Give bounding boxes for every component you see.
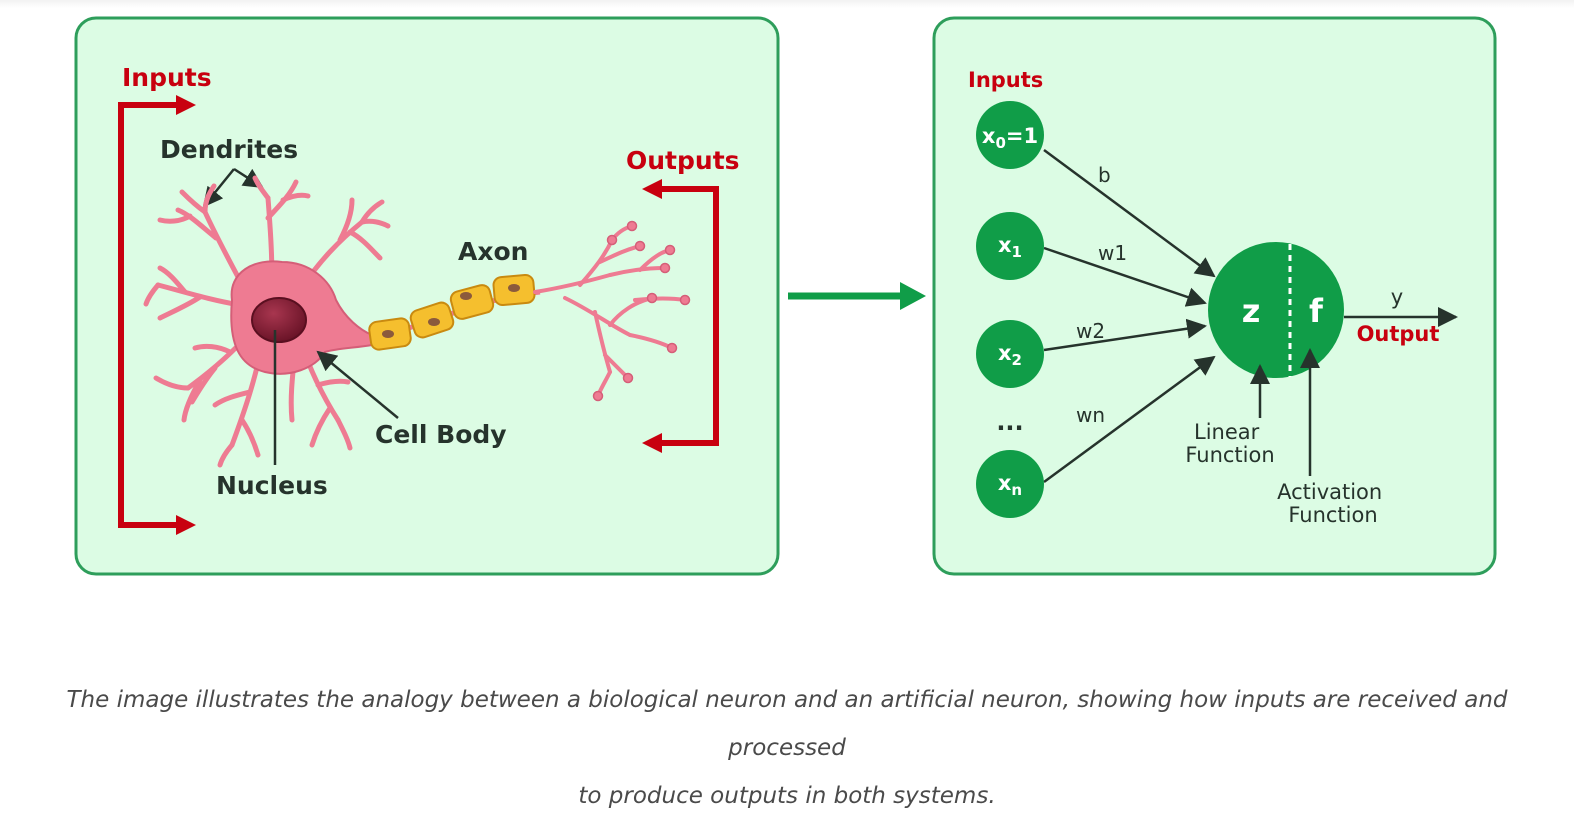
svg-text:xn: xn: [998, 471, 1022, 499]
x0-sub: 0: [995, 134, 1005, 152]
bio-inputs-bracket-icon: [118, 95, 196, 535]
f-label: f: [1309, 292, 1324, 330]
weight-connections: [1043, 148, 1216, 484]
x0-suffix: =1: [1006, 124, 1038, 148]
dendrites-label: Dendrites: [160, 135, 298, 164]
z-label: z: [1242, 292, 1261, 330]
x1-base: x: [998, 233, 1012, 257]
ann-inputs-label: Inputs: [968, 68, 1043, 92]
cell-body-label: Cell Body: [375, 420, 507, 449]
weight-label-w2: w2: [1076, 319, 1105, 343]
axon-icon: [367, 273, 541, 351]
activation-line2: Function: [1288, 503, 1377, 527]
artificial-neuron-panel: Inputs b w1 w2 wn x0=1 x1: [932, 16, 1497, 576]
input-node-x0: x0=1: [976, 101, 1044, 169]
svg-text:x1: x1: [998, 233, 1022, 261]
output-variable-label: y: [1391, 285, 1403, 309]
bio-outputs-bracket-icon: [642, 179, 719, 453]
x0-base: x: [982, 124, 996, 148]
input-node-x2: x2: [976, 320, 1044, 388]
figure-caption: The image illustrates the analogy betwee…: [30, 676, 1544, 820]
activation-line1: Activation: [1277, 480, 1382, 504]
weight-label-w1: w1: [1098, 241, 1127, 265]
x2-sub: 2: [1012, 351, 1022, 369]
top-shadow: [0, 0, 1574, 8]
svg-text:x0=1: x0=1: [982, 124, 1038, 152]
axon-terminal-bulbs-icon: [592, 220, 691, 402]
input-ellipsis: ...: [996, 408, 1023, 436]
dendrites-icon: [143, 175, 391, 468]
bio-inputs-label: Inputs: [122, 63, 212, 92]
linear-function-label: Linear Function: [1185, 420, 1274, 467]
nucleus-label: Nucleus: [216, 471, 328, 500]
caption-line-1: The image illustrates the analogy betwee…: [66, 687, 1508, 761]
neuron-node: z f: [1208, 242, 1344, 378]
linear-line1: Linear: [1194, 420, 1260, 444]
neuron-analogy-figure: Inputs Outputs Dendrites: [74, 16, 1497, 576]
input-node-xn: xn: [976, 450, 1044, 518]
axon-label: Axon: [458, 237, 528, 266]
weight-label-b: b: [1098, 163, 1111, 187]
analogy-arrow-icon: [788, 282, 926, 310]
caption-line-2: to produce outputs in both systems.: [578, 783, 996, 809]
nucleus-icon: [251, 297, 307, 343]
biological-neuron-panel: Inputs Outputs Dendrites: [74, 16, 780, 576]
x1-sub: 1: [1012, 243, 1022, 261]
xn-base: x: [998, 471, 1012, 495]
output-label: Output: [1357, 322, 1440, 346]
linear-line2: Function: [1185, 443, 1274, 467]
cell-body-pointer-icon: [316, 350, 399, 419]
bio-outputs-label: Outputs: [626, 146, 740, 175]
x2-base: x: [998, 341, 1012, 365]
activation-function-label: Activation Function: [1277, 480, 1389, 527]
input-node-x1: x1: [976, 212, 1044, 280]
svg-text:x2: x2: [998, 341, 1022, 369]
xn-sub: n: [1011, 481, 1022, 499]
weight-label-wn: wn: [1076, 403, 1105, 427]
